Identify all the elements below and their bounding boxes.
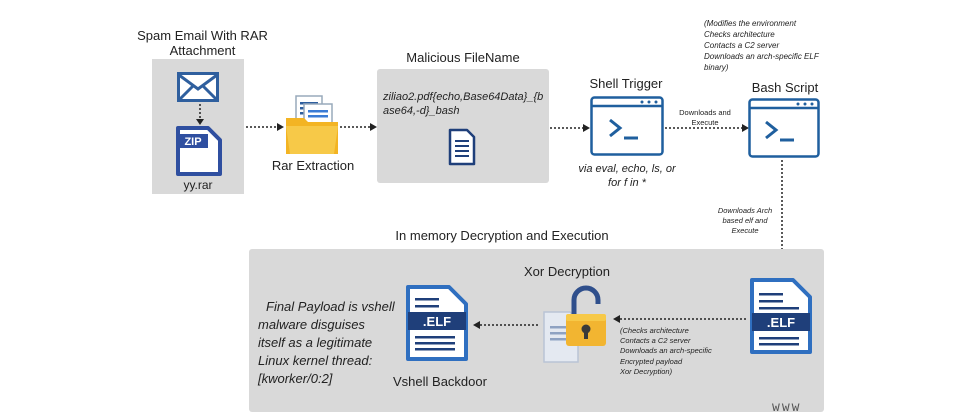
- bash-note-line: binary): [704, 63, 729, 72]
- watermark: www: [772, 400, 802, 415]
- elf-edge-note-line: Contacts a C2 server: [620, 336, 691, 346]
- bash-note-line: Checks architecture: [704, 30, 775, 39]
- edge-arch-elf-line: based elf and: [722, 216, 768, 225]
- arrow-extraction-to-filename: [340, 123, 377, 131]
- final-payload-note: Final Payload is vshell malware disguise…: [258, 298, 408, 388]
- edge-arch-elf-line: Execute: [731, 226, 759, 235]
- arrow-shell-to-bash: [665, 124, 749, 132]
- final-note-line: malware disguises: [258, 317, 365, 332]
- final-note-line: Linux kernel thread:: [258, 353, 373, 368]
- stage1-title: Spam Email With RAR Attachment: [137, 28, 268, 58]
- elf-edge-note-line: (Checks architecture: [620, 326, 689, 335]
- padlock-documents-icon: [543, 285, 606, 363]
- final-note-line: [kworker/0:2]: [258, 371, 333, 386]
- arrow-elf-to-xor: [613, 315, 746, 323]
- elf-file-icon: .ELF: [750, 278, 812, 354]
- zip-file-icon: ZIP: [176, 126, 222, 176]
- bash-notes: (Modifies the environment Checks archite…: [704, 18, 904, 73]
- edge-downloads-execute-label: Downloads and Execute: [679, 108, 731, 127]
- in-memory-title: In memory Decryption and Execution: [395, 228, 609, 243]
- file-label-yy-rar: yy.rar: [183, 178, 213, 192]
- elf-file-icon: .ELF: [406, 285, 468, 361]
- vshell-ext-text: .ELF: [423, 314, 451, 329]
- elf-edge-note-line: Downloads an arch-specific: [620, 346, 712, 356]
- terminal-icon: [748, 98, 820, 158]
- final-note-line: Final Payload is vshell: [266, 299, 395, 314]
- shell-trigger-note: via eval, echo, ls, or for f in *: [578, 163, 676, 189]
- malicious-filename-title: Malicious FileName: [406, 50, 520, 65]
- in-memory-box: [249, 249, 824, 412]
- elf-ext-text: .ELF: [767, 315, 795, 330]
- envelope-icon: [177, 72, 219, 102]
- elf-edge-notes: (Checks architecture Contacts a C2 serve…: [620, 326, 740, 377]
- xor-decryption-title: Xor Decryption: [524, 264, 610, 279]
- terminal-icon: [590, 96, 664, 156]
- connector-dotted-vertical: [196, 104, 204, 125]
- bash-note-line: Contacts a C2 server: [704, 41, 780, 50]
- elf-edge-note-line: Xor Decryption): [620, 366, 673, 376]
- bash-script-title: Bash Script: [751, 80, 819, 95]
- rar-extraction-label: Rar Extraction: [271, 158, 355, 173]
- edge-arch-elf-line: Downloads Arch: [717, 206, 773, 215]
- shell-trigger-title: Shell Trigger: [589, 76, 663, 91]
- malicious-filename-text: ziliao2.pdf{echo,Base64Data}_{base64,-d}…: [383, 91, 544, 117]
- folder-documents-icon: [286, 95, 338, 154]
- arrow-email-to-extraction: [246, 123, 284, 131]
- bash-note-line: Downloads an arch-specific ELF: [704, 52, 819, 61]
- zip-badge-text: ZIP: [184, 136, 201, 148]
- edge-arch-elf-label: Downloads Arch based elf and Execute: [708, 206, 782, 236]
- vshell-backdoor-label: Vshell Backdoor: [393, 374, 487, 389]
- document-icon: [448, 128, 476, 166]
- arrow-filename-to-shell: [550, 124, 590, 132]
- bash-note-line: (Modifies the environment: [704, 19, 797, 28]
- final-note-line: itself as a legitimate: [258, 335, 373, 350]
- elf-edge-note-line: Encrypted payload: [620, 356, 683, 366]
- arrow-xor-to-vshell: [473, 321, 540, 329]
